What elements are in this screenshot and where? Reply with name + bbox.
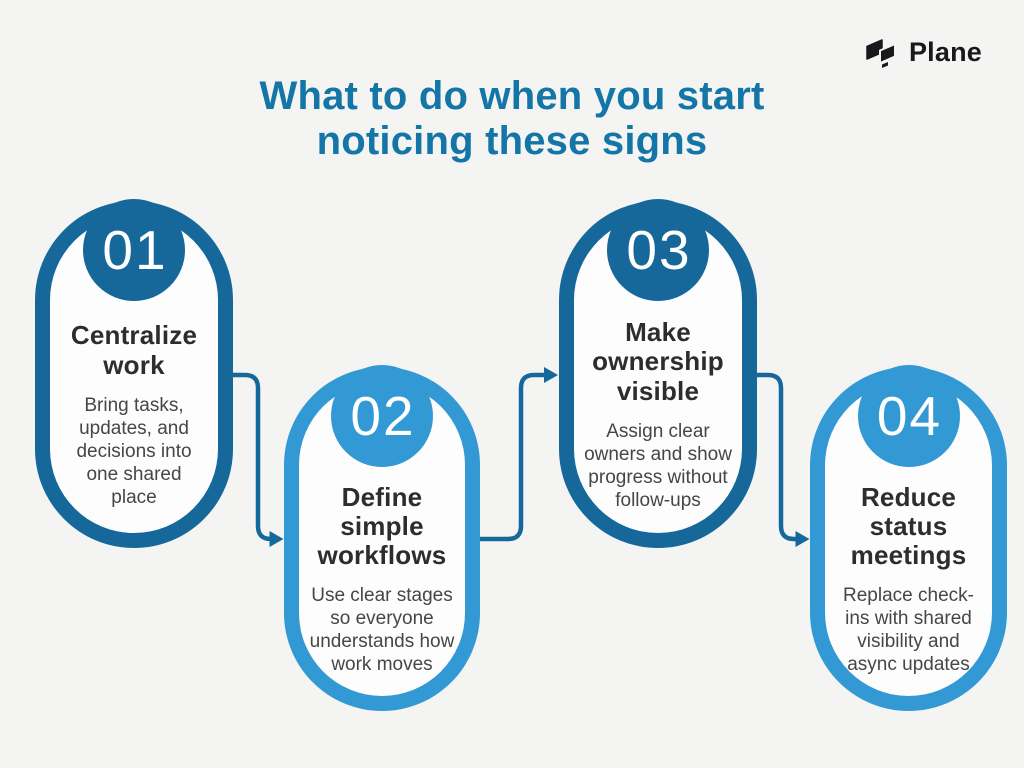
step-content: Reduce status meetings Replace check- in… <box>824 467 993 693</box>
connector-arrow-3-4 <box>756 372 810 547</box>
step-title: Reduce status meetings <box>850 481 967 571</box>
plane-logo-icon <box>866 39 896 68</box>
step-description: Replace check- ins with shared visibilit… <box>843 585 974 676</box>
step-number: 02 <box>350 384 416 447</box>
step-number-badge: 02 <box>331 365 433 467</box>
step-content: Centralize work Bring tasks, updates, an… <box>49 301 219 530</box>
step-description: Bring tasks, updates, and decisions into… <box>76 394 192 508</box>
step-content: Define simple workflows Use clear stages… <box>298 467 466 693</box>
step-number-badge: 04 <box>857 365 960 467</box>
step-card-04: 04 Reduce status meetings Replace check-… <box>810 365 1007 711</box>
step-card-02: 02 Define simple workflows Use clear sta… <box>284 365 480 711</box>
step-number: 03 <box>626 218 692 281</box>
step-title: Centralize work <box>70 320 198 380</box>
connector-arrow-2-3 <box>479 367 558 542</box>
page-title: What to do when you start noticing these… <box>259 74 765 164</box>
step-description: Use clear stages so everyone understands… <box>309 585 455 676</box>
connector-arrow-1-2 <box>232 372 284 547</box>
step-number: 04 <box>876 384 943 447</box>
step-number-badge: 01 <box>83 199 185 301</box>
step-number-badge: 03 <box>607 199 709 301</box>
step-description: Assign clear owners and show progress wi… <box>584 420 732 511</box>
step-card-03: 03 Make ownership visible Assign clear o… <box>559 199 757 548</box>
step-card-01: 01 Centralize work Bring tasks, updates,… <box>35 199 233 548</box>
step-number: 01 <box>102 218 168 281</box>
step-content: Make ownership visible Assign clear owne… <box>573 301 743 530</box>
brand-name: Plane <box>908 36 982 67</box>
step-title: Define simple workflows <box>317 481 447 571</box>
brand-logo: Plane <box>864 36 982 68</box>
step-title: Make ownership visible <box>592 317 724 406</box>
